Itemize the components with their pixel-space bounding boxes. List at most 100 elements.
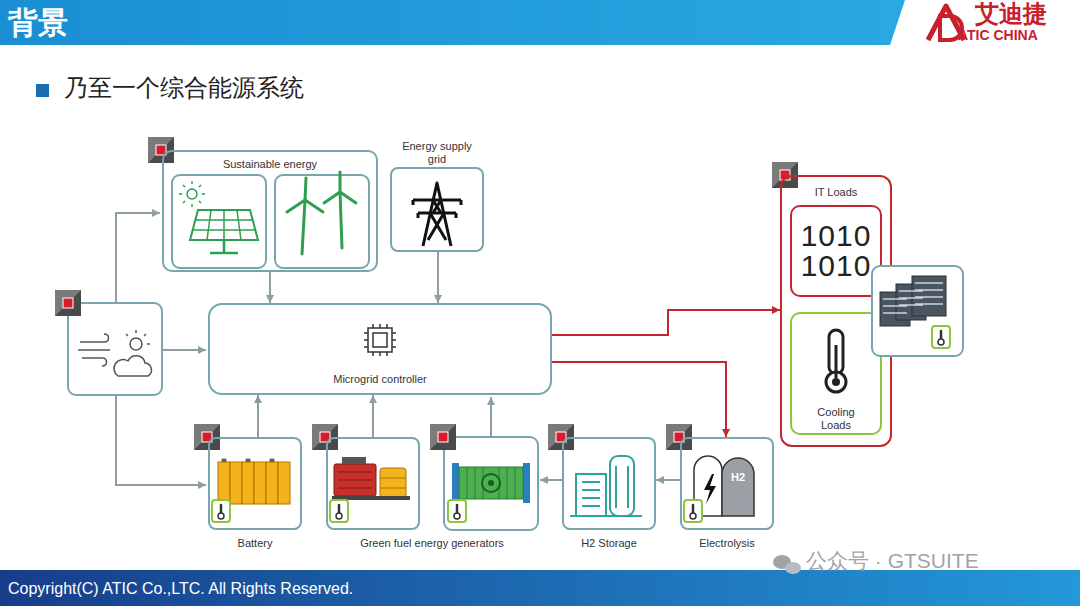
server-rack-box (896, 284, 926, 320)
fuel-cell-box (523, 463, 530, 503)
wind-turbine-box (287, 172, 356, 254)
server-rack-box (880, 292, 910, 326)
wechat-icon (785, 562, 801, 574)
fuel-cell-box (488, 480, 494, 486)
solar-panel-box (193, 210, 256, 240)
server-rack-box (872, 266, 963, 356)
hydrogen-storage-icon (576, 474, 606, 516)
generator-icon (338, 472, 372, 488)
flow-arrow (540, 479, 562, 481)
battery-icon (230, 462, 242, 504)
weather-box (114, 356, 151, 376)
battery-icon (278, 462, 290, 504)
electrolyzer-icon (694, 456, 754, 516)
node-label: Electrolysis (667, 537, 787, 550)
weather-box (78, 334, 110, 366)
hydrogen-storage-icon (616, 466, 628, 508)
flow-arrow (162, 349, 206, 351)
electrolyzer-icon (704, 474, 716, 504)
thermometer-badge (212, 500, 702, 522)
flow-arrow (116, 213, 160, 303)
node-label: Cooling Loads (811, 406, 861, 432)
electrolyzer-icon (694, 456, 722, 516)
copyright-text: Copyright(C) ATIC Co.,LTC. All Rights Re… (8, 579, 353, 598)
wind-turbine-box (324, 172, 356, 203)
power-line (552, 310, 780, 335)
wechat-icon (773, 555, 801, 574)
power-pylon (428, 200, 446, 240)
battery-icon (218, 462, 230, 504)
weather-box (130, 338, 142, 350)
cooling-thermometer (826, 330, 846, 392)
thermometer-badge (448, 500, 466, 522)
fuel-cell-box (452, 463, 459, 503)
node-label: Sustainable energy (164, 158, 376, 171)
generator-icon (332, 457, 410, 500)
generator-icon (332, 496, 410, 500)
hydrogen-storage-icon (570, 456, 642, 516)
hydrogen-storage-icon (582, 482, 600, 506)
power-pylon (413, 200, 461, 213)
wind-turbine-box (275, 172, 369, 268)
data-symbol: 1010 1010 (792, 207, 880, 295)
wind-turbine-box (302, 200, 305, 254)
battery-icon (242, 462, 254, 504)
footer-bar (0, 570, 1080, 606)
flow-arrow (656, 479, 680, 481)
icon-label: H2 (731, 471, 745, 484)
node-label: Microgrid controller (210, 373, 550, 386)
corner-marker (430, 424, 456, 450)
flow-arrow (116, 213, 562, 485)
fuel-cell-box (444, 437, 538, 530)
bullet-square (36, 84, 49, 97)
server-rack-box (872, 266, 963, 356)
controller-box: Microgrid controller (208, 303, 552, 395)
battery-icon (218, 459, 290, 504)
solar-panel-box (190, 210, 258, 240)
wind-turbine-box (287, 178, 323, 212)
solar-panel-box (187, 189, 197, 199)
fuel-cell-box (467, 467, 515, 499)
component-box: Battery (208, 437, 302, 530)
bullet-text: 乃至一个综合能源系统 (64, 74, 304, 103)
server-rack-box (880, 276, 946, 326)
power-pylon (413, 200, 461, 218)
corner-marker (55, 290, 81, 316)
thermometer-badge (932, 326, 950, 348)
watermark: 公众号 · GTSUITE (806, 548, 979, 573)
generator-icon (380, 478, 406, 488)
group-box: Sustainable energy (162, 150, 378, 272)
flow-arrow (372, 395, 374, 437)
battery-icon (222, 459, 274, 462)
node-label: IT Loads (782, 186, 890, 199)
cooling-thermometer (829, 330, 843, 374)
server-rack-box (883, 283, 943, 313)
load-box: Cooling Loads (790, 312, 882, 435)
flow-arrow (490, 397, 492, 437)
wind-turbine-box (340, 192, 342, 248)
component-box: H2 Storage (562, 437, 656, 530)
electrolyzer-icon (722, 458, 754, 516)
thermometer-badge (932, 326, 950, 348)
weather-box (68, 303, 162, 395)
solar-panel-box (172, 175, 266, 268)
chip-icon (364, 324, 396, 356)
server-rack-box (912, 276, 946, 316)
bullet-square (36, 84, 49, 97)
cooling-thermometer (832, 378, 840, 386)
cooling-thermometer (826, 372, 846, 392)
power-pylon (413, 183, 461, 246)
generator-icon (380, 468, 406, 498)
logo-text: 艾迪捷 (975, 0, 1047, 29)
battery-icon (266, 462, 278, 504)
chip-icon (373, 333, 387, 347)
node-label: Battery (195, 537, 315, 550)
battery-icon (254, 462, 266, 504)
flow-arrow (437, 252, 439, 303)
weather-box (126, 330, 150, 344)
chip-icon (364, 324, 396, 356)
logo-text: ATIC CHINA (958, 27, 1038, 44)
wind-turbine-box (275, 175, 369, 268)
hydrogen-storage-icon (570, 515, 642, 517)
